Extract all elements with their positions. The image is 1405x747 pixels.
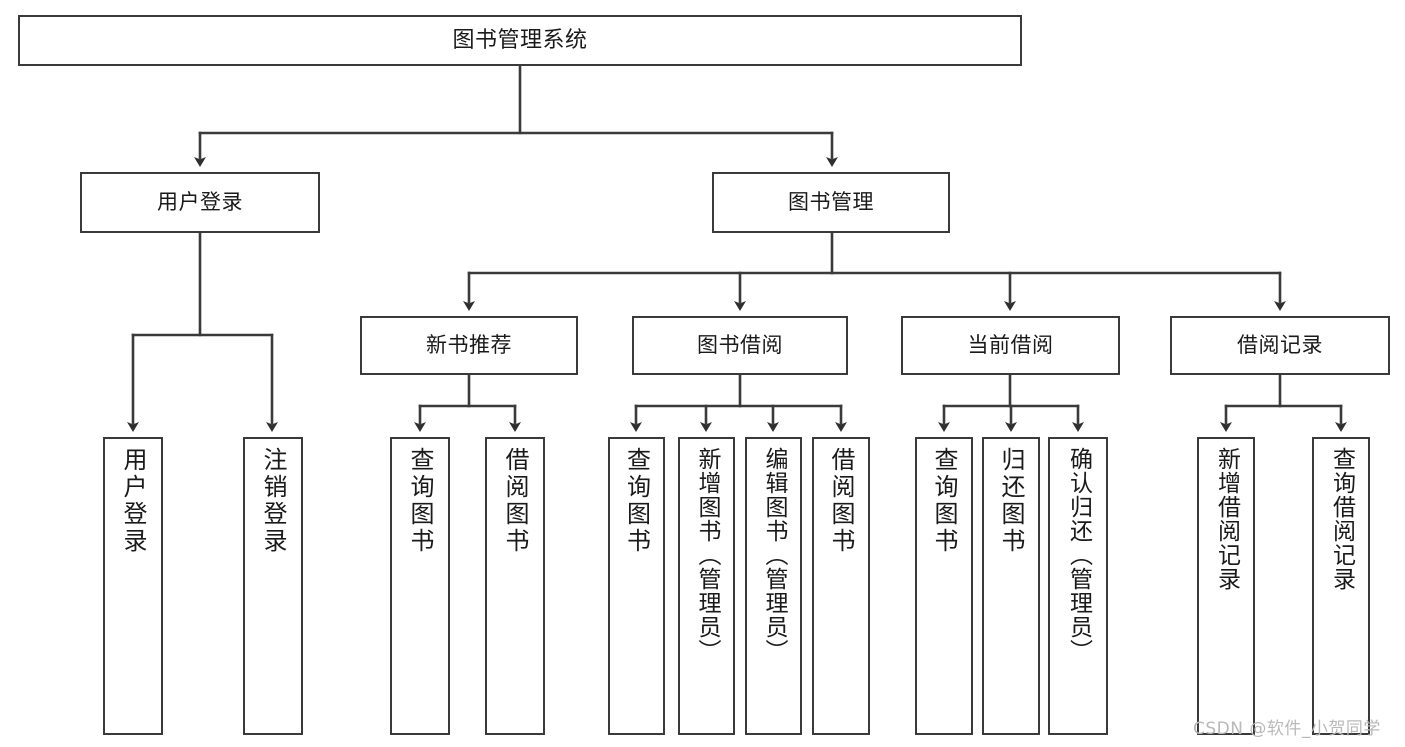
node-root-label: 图书管理系统 [452,27,588,53]
leaf-query-record[interactable]: 查询借阅记录 [1312,437,1370,735]
node-book-borrow-label: 图书借阅 [697,333,783,358]
leaf-query-book-cur-label: 查询图书 [930,447,958,555]
leaf-edit-book-label: 编辑图书（管理员） [761,447,787,663]
leaf-confirm-return-label: 确认归还（管理员） [1065,447,1092,663]
leaf-query-book-cur[interactable]: 查询图书 [915,437,973,735]
node-new-book-rec-label: 新书推荐 [426,333,512,358]
leaf-logout[interactable]: 注销登录 [243,437,303,735]
leaf-logout-label: 注销登录 [259,447,287,555]
leaf-query-record-label: 查询借阅记录 [1328,447,1355,591]
leaf-borrow-book[interactable]: 借阅图书 [812,437,870,735]
leaf-query-book-borrow[interactable]: 查询图书 [608,437,665,735]
leaf-edit-book[interactable]: 编辑图书（管理员） [745,437,802,735]
leaf-return-book[interactable]: 归还图书 [982,437,1040,735]
leaf-borrow-book-rec-label: 借阅图书 [501,447,529,555]
node-current-borrow-label: 当前借阅 [967,333,1054,358]
leaf-borrow-book-rec[interactable]: 借阅图书 [485,437,545,735]
leaf-return-book-label: 归还图书 [997,447,1025,555]
csdn-watermark: CSDN @软件_小贺同学 [1193,719,1381,739]
node-new-book-rec[interactable]: 新书推荐 [360,316,578,375]
node-book-borrow[interactable]: 图书借阅 [632,316,848,375]
leaf-add-book[interactable]: 新增图书（管理员） [678,437,735,735]
node-book-manage[interactable]: 图书管理 [712,172,950,233]
node-borrow-record[interactable]: 借阅记录 [1170,316,1390,375]
node-borrow-record-label: 借阅记录 [1237,333,1323,358]
leaf-user-login[interactable]: 用户登录 [103,437,163,735]
node-user-login-label: 用户登录 [157,190,243,215]
node-root[interactable]: 图书管理系统 [18,15,1022,66]
leaf-query-book-borrow-label: 查询图书 [622,447,651,555]
node-book-manage-label: 图书管理 [788,190,874,215]
leaf-add-record-label: 新增借阅记录 [1213,447,1240,591]
node-current-borrow[interactable]: 当前借阅 [901,316,1120,375]
leaf-query-book-rec[interactable]: 查询图书 [390,437,450,735]
leaf-borrow-book-label: 借阅图书 [827,447,855,555]
leaf-user-login-label: 用户登录 [119,447,147,555]
leaf-query-book-rec-label: 查询图书 [406,447,434,555]
node-user-login[interactable]: 用户登录 [80,172,320,233]
leaf-add-book-label: 新增图书（管理员） [694,447,720,663]
leaf-confirm-return[interactable]: 确认归还（管理员） [1048,437,1108,735]
leaf-add-record[interactable]: 新增借阅记录 [1197,437,1255,735]
